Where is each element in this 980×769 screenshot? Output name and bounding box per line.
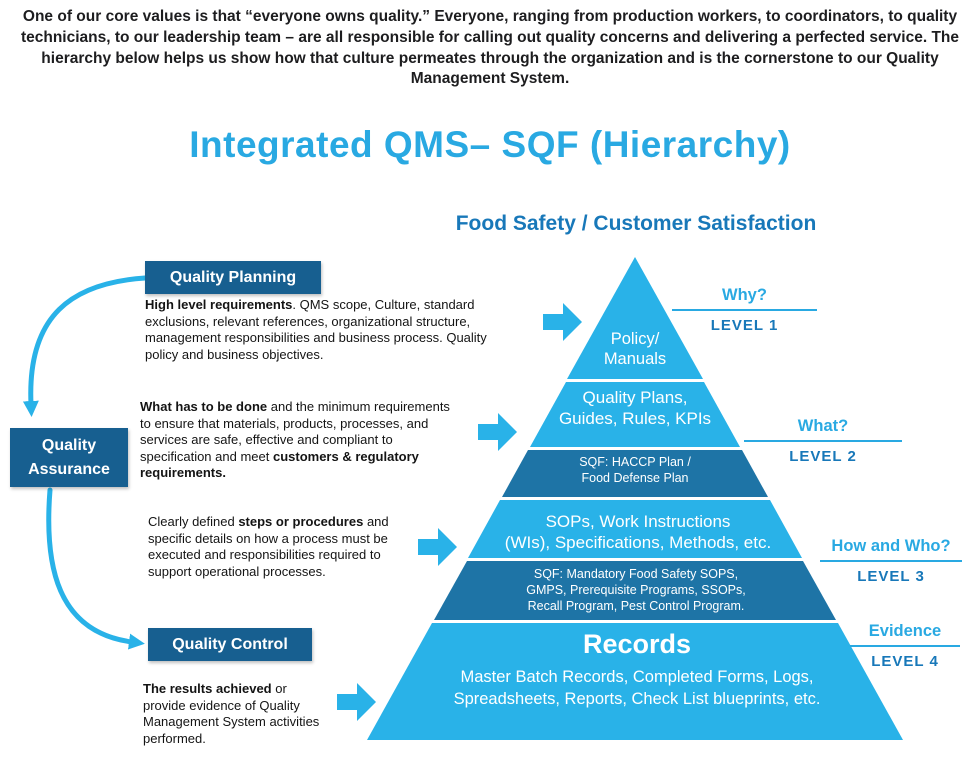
planning-description: High level requirements. QMS scope, Cult… — [145, 297, 487, 362]
level2-marker: What? LEVEL 2 — [744, 417, 902, 465]
records-title: Records — [582, 629, 692, 659]
arrow-to-level1-icon — [543, 303, 582, 341]
quality-planning-label: Quality Planning — [169, 268, 297, 286]
procedures-description: Clearly defined steps or procedures and … — [148, 514, 389, 579]
level3-tag: LEVEL 3 — [857, 568, 925, 585]
level2-quality-plans-label: Quality Plans, Guides, Rules, KPIs — [558, 388, 712, 428]
quality-control-label: Quality Control — [172, 635, 288, 653]
page-title: Integrated QMS– SQF (Hierarchy) — [189, 124, 791, 165]
level2-tag: LEVEL 2 — [789, 448, 857, 465]
level2-sqf-label: SQF: HACCP Plan / Food Defense Plan — [579, 455, 691, 485]
level1-policy-manuals-label: Policy/ Manuals — [603, 330, 667, 368]
assurance-description: What has to be done and the minimum requ… — [140, 399, 450, 480]
arrow-to-level3-icon — [418, 528, 457, 566]
arrow-to-level2-icon — [478, 413, 517, 451]
pyramid-heading: Food Safety / Customer Satisfaction — [455, 212, 817, 235]
records-detail: Master Batch Records, Completed Forms, L… — [453, 668, 821, 708]
pyramid-level3-sqf-band — [434, 561, 836, 620]
quality-control-box: Quality Control — [148, 628, 312, 661]
level3-sqf-label: SQF: Mandatory Food Safety SOPS, GMPS, P… — [526, 567, 746, 613]
pyramid-level1-band — [567, 257, 703, 379]
pyramid-level2-sqf-band — [502, 450, 768, 497]
quality-planning-box: Quality Planning — [145, 261, 321, 294]
level4-marker: Evidence LEVEL 4 — [850, 622, 960, 670]
level3-question: How and Who? — [831, 537, 951, 555]
intro-paragraph: One of our core values is that “everyone… — [20, 8, 960, 88]
level1-question: Why? — [722, 286, 767, 304]
level2-underline — [744, 440, 902, 442]
pyramid-level3-band — [468, 500, 802, 558]
level4-question: Evidence — [868, 622, 942, 640]
pyramid-level2-band — [530, 382, 740, 447]
flow-arrow-planning-to-assurance — [22, 275, 148, 417]
quality-assurance-label: Quality Assurance — [28, 437, 110, 478]
records-description: The results achieved or provide evidence… — [143, 681, 320, 746]
level1-underline — [672, 309, 817, 311]
level3-sops-label: SOPs, Work Instructions (WIs), Specifica… — [504, 512, 772, 552]
level1-marker: Why? LEVEL 1 — [672, 286, 817, 334]
pyramid-level4-band — [367, 623, 903, 740]
flow-arrow-assurance-to-control — [46, 487, 145, 650]
level2-question: What? — [797, 417, 849, 435]
arrow-to-level4-icon — [337, 683, 376, 721]
quality-assurance-box: Quality Assurance — [10, 428, 128, 487]
level4-tag: LEVEL 4 — [871, 653, 939, 670]
level1-tag: LEVEL 1 — [710, 317, 779, 334]
level3-underline — [820, 560, 962, 562]
level4-underline — [850, 645, 960, 647]
level3-marker: How and Who? LEVEL 3 — [820, 537, 962, 585]
